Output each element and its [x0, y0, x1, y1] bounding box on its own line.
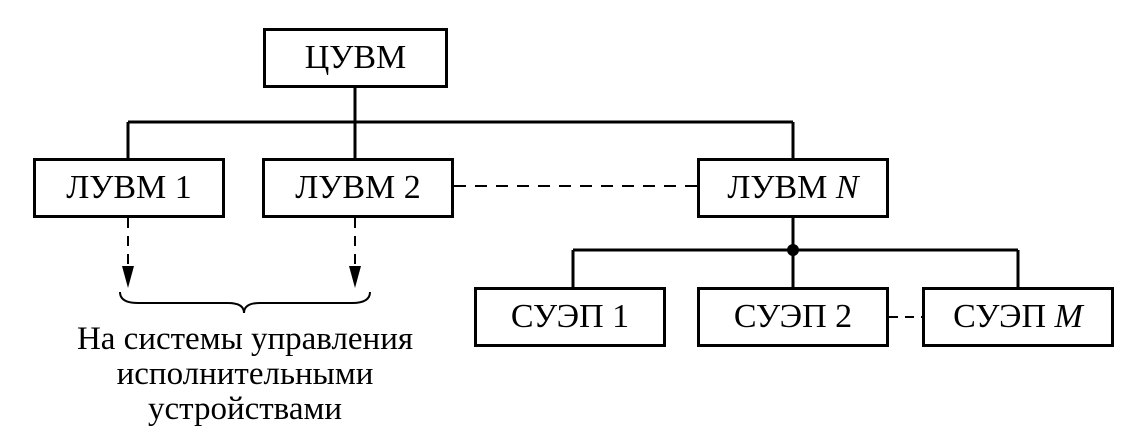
box-suep-1-label: СУЭП 1 — [510, 298, 630, 335]
caption-line-1: На системы управления — [76, 321, 414, 357]
box-suep-2-label: СУЭП 2 — [733, 298, 853, 335]
box-suep-m-prefix: СУЭП — [953, 298, 1055, 335]
arrowhead-luvm1 — [122, 266, 134, 288]
box-luvm-1-label: ЛУВМ 1 — [66, 169, 192, 206]
curly-brace — [119, 291, 371, 314]
box-luvm-n-index: N — [835, 169, 859, 206]
box-cuvm: ЦУВМ — [263, 28, 448, 88]
arrowhead-luvm2 — [349, 266, 361, 288]
caption-line-2: исполнительными — [116, 356, 374, 392]
caption-actuator-control: На системы управления исполнительными ус… — [30, 322, 460, 427]
box-luvm-n-prefix: ЛУВМ — [727, 169, 836, 206]
box-luvm-n: ЛУВМ N — [697, 158, 889, 218]
box-cuvm-label: ЦУВМ — [304, 39, 407, 76]
box-luvm-n-label: ЛУВМ N — [727, 171, 858, 205]
box-suep-m-label: СУЭП M — [953, 300, 1083, 334]
box-suep-m-index: M — [1054, 298, 1083, 335]
box-suep-m: СУЭП M — [922, 287, 1114, 347]
box-suep-1: СУЭП 1 — [474, 287, 666, 347]
caption-line-3: устройствами — [147, 391, 343, 427]
box-suep-2: СУЭП 2 — [697, 287, 889, 347]
box-luvm-1: ЛУВМ 1 — [33, 158, 225, 218]
box-luvm-2-label: ЛУВМ 2 — [295, 169, 421, 206]
box-luvm-2: ЛУВМ 2 — [262, 158, 454, 218]
